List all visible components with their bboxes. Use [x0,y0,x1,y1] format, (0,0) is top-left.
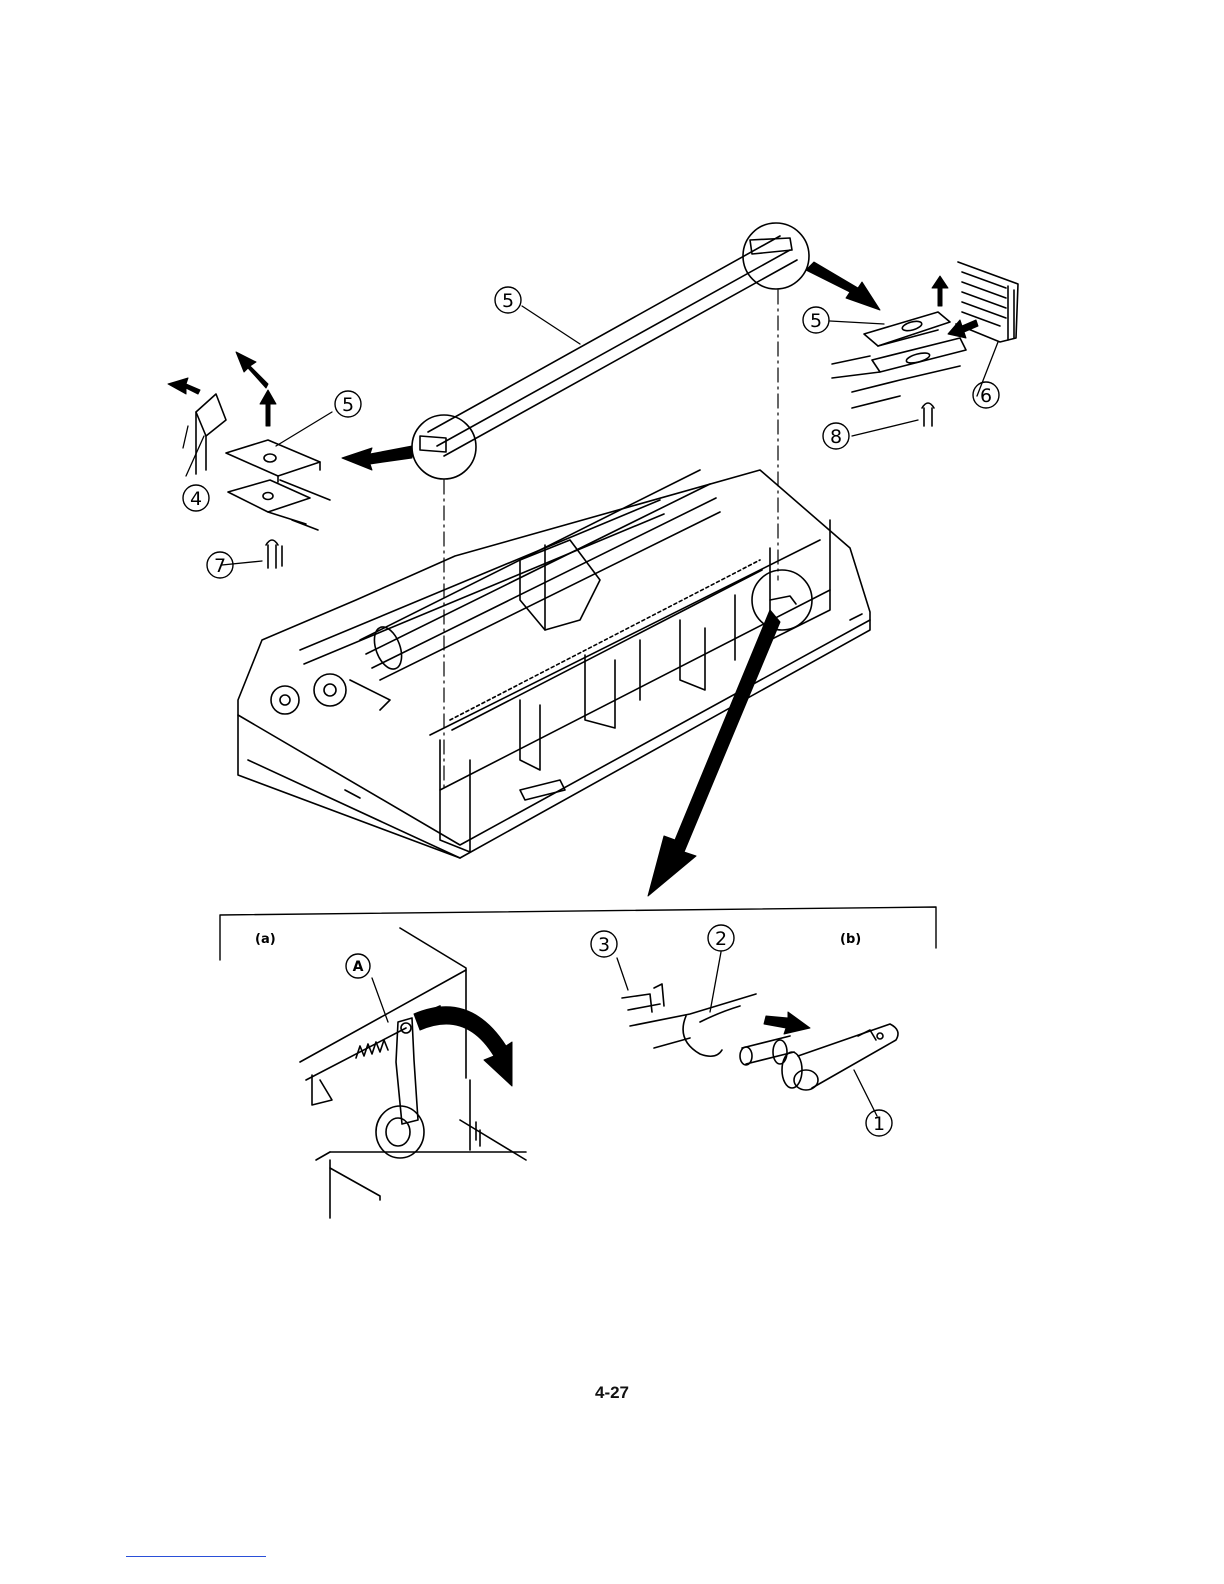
detail-circle-left [412,415,476,479]
callout-5-rail: 5 [502,290,514,312]
callout-7: 7 [214,555,226,577]
callout-4: 4 [190,488,202,510]
panel-b-label: (b) [840,932,861,947]
footer-link-underline[interactable] [126,1556,266,1557]
callout-2: 2 [715,928,727,950]
detail-circle-right [743,223,809,289]
inset-frame [220,907,936,960]
callout-1: 1 [873,1113,885,1135]
callout-3: 3 [598,934,610,956]
callout-5-left: 5 [342,394,354,416]
callout-A: A [353,959,364,975]
left-exploded-detail [196,394,330,568]
printer-chassis [238,470,870,858]
page-number: 4-27 [0,1383,1224,1403]
callout-5-right: 5 [810,310,822,332]
movement-arrows [168,262,978,1086]
panel-a-label: (a) [255,932,276,947]
panel-a-illustration [300,928,526,1218]
callout-6: 6 [980,385,992,407]
callout-circles [183,287,999,1136]
leader-lines [183,306,998,1116]
guide-rail [420,236,797,456]
callout-8: 8 [830,426,842,448]
